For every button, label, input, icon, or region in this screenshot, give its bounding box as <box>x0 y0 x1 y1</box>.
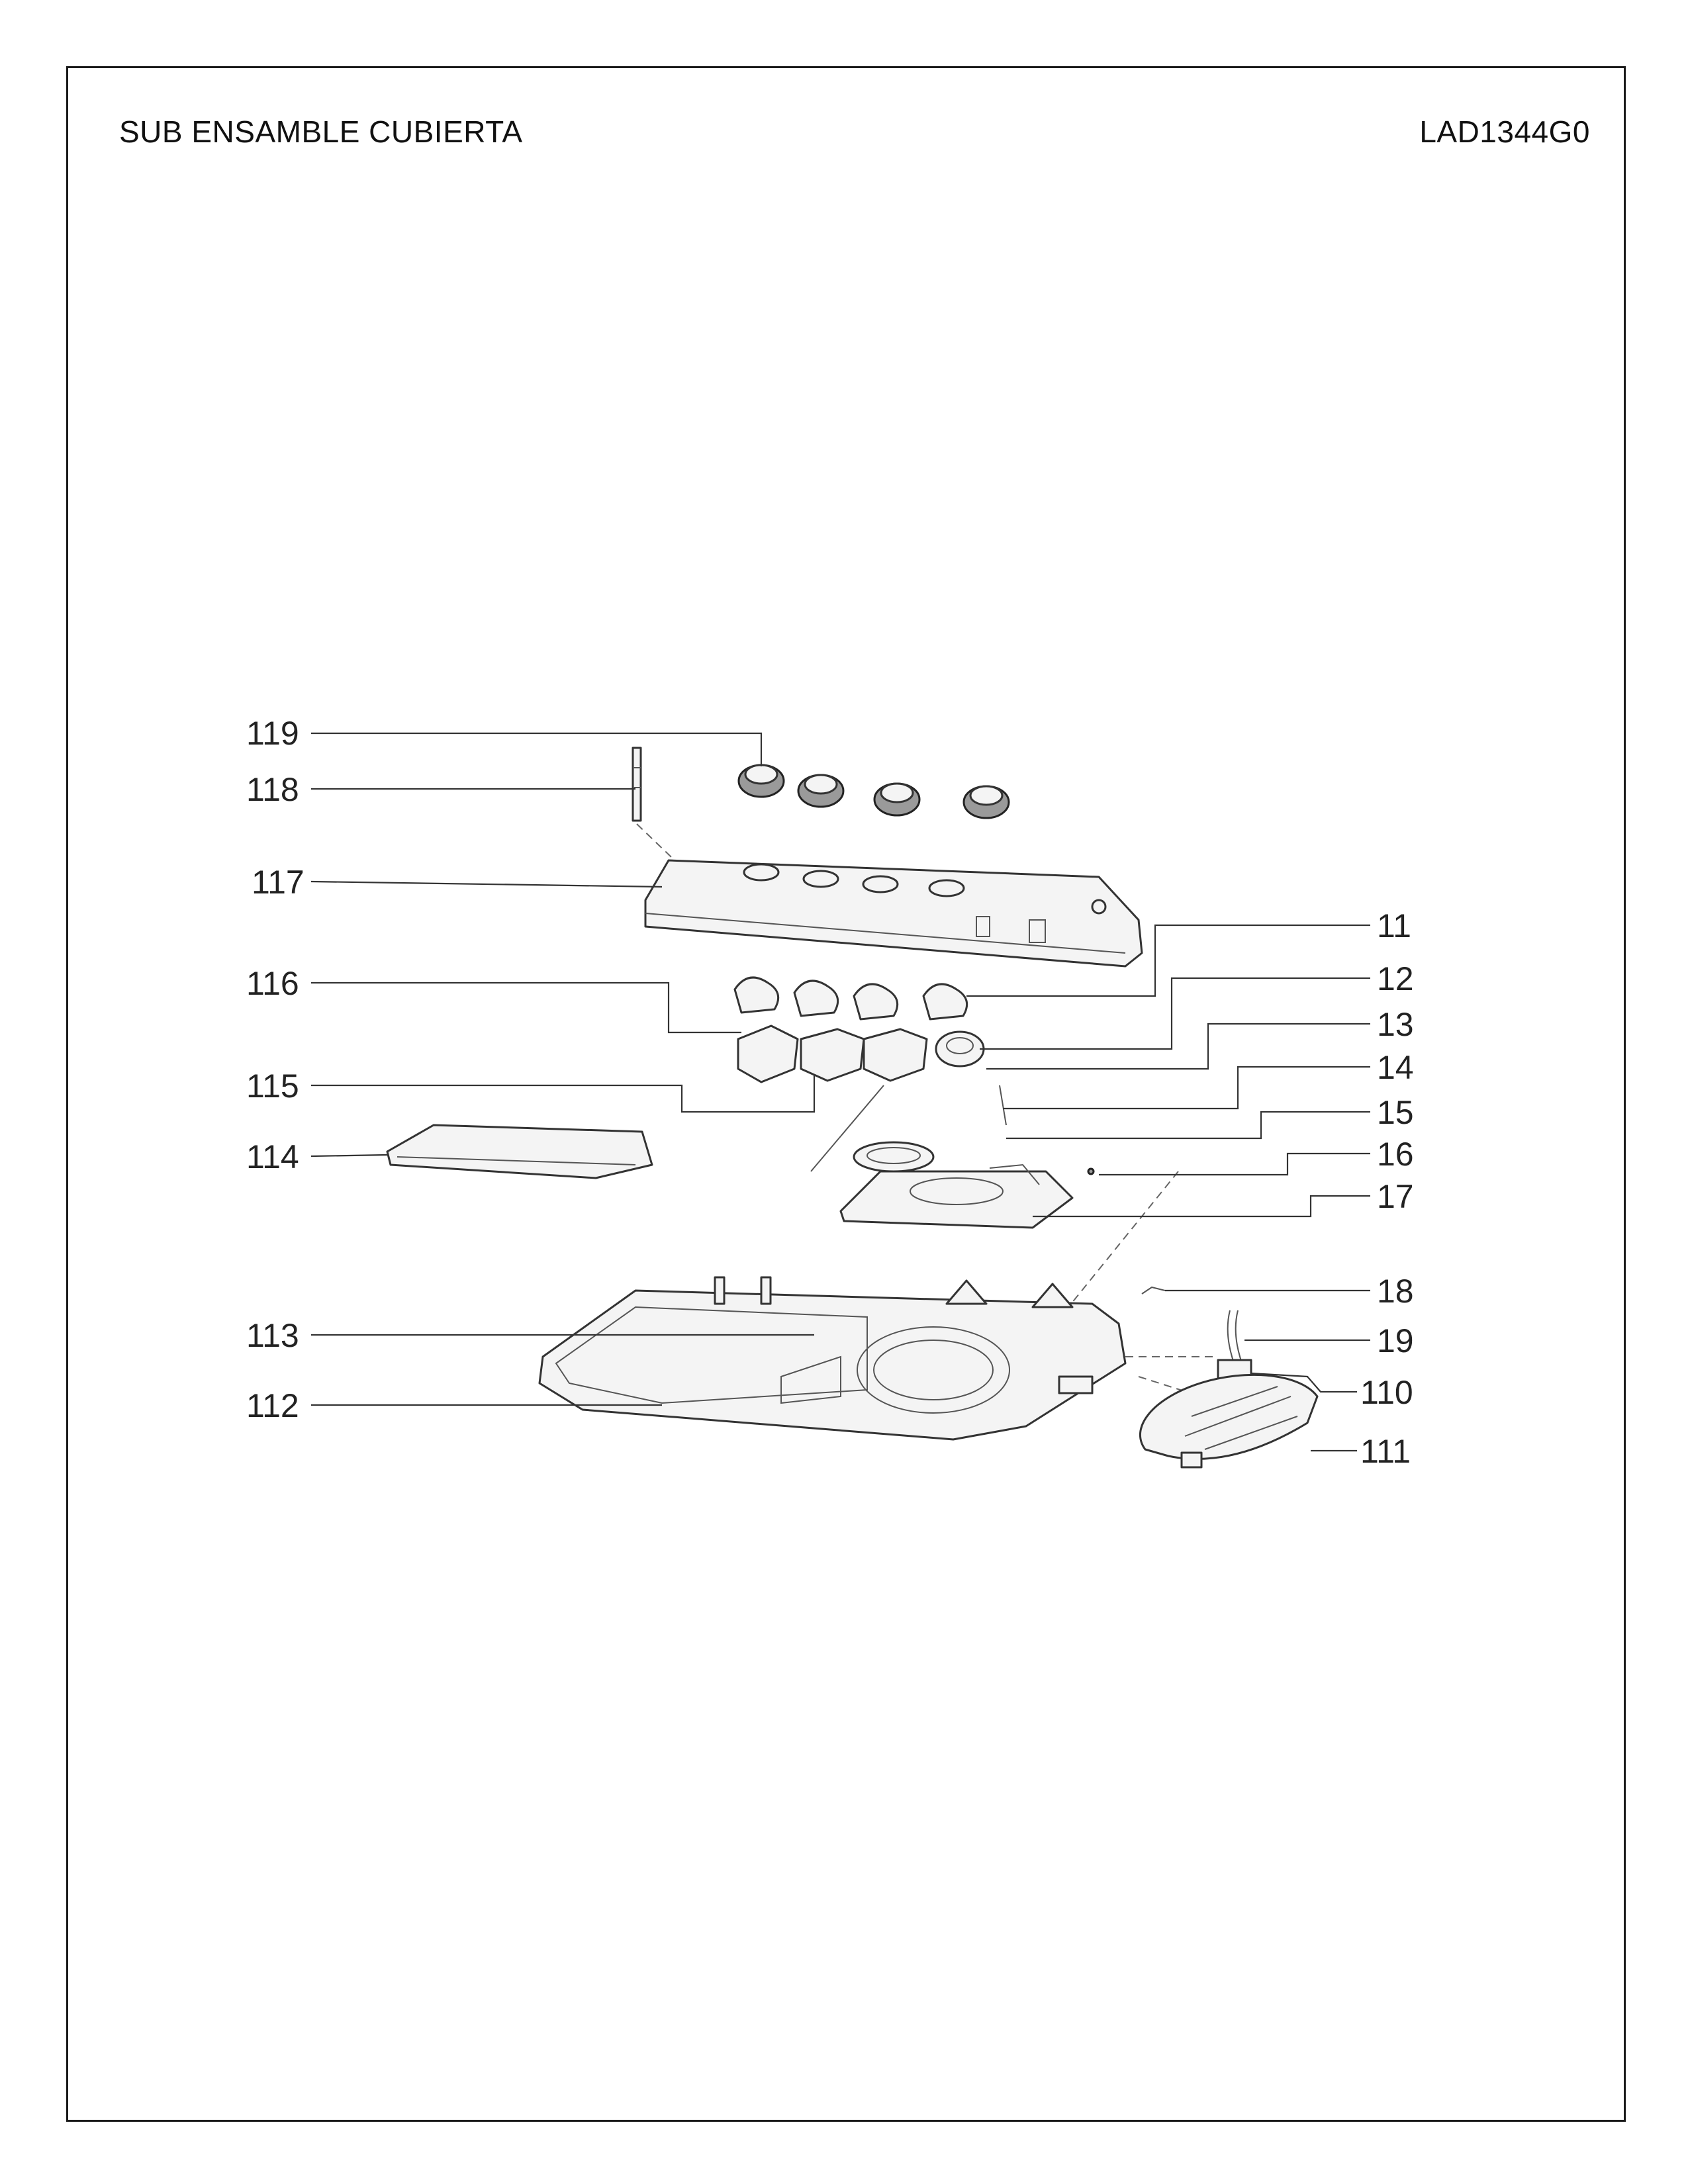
callout-114: 114 <box>246 1138 299 1175</box>
control-panel-part-117 <box>644 859 1143 968</box>
pin-part-118 <box>632 747 689 874</box>
callout-17: 17 <box>1377 1178 1414 1215</box>
callout-119: 119 <box>246 715 299 752</box>
top-cover-part-112-113 <box>538 1276 1127 1441</box>
callout-116: 116 <box>246 965 299 1002</box>
assembly-title: SUB ENSAMBLE CUBIERTA <box>119 114 523 149</box>
lid-part-114 <box>386 1124 653 1179</box>
callout-11: 11 <box>1377 907 1411 944</box>
callout-118: 118 <box>246 771 299 808</box>
callout-numbers: 119 118 117 116 115 114 113 112 11 12 13… <box>246 715 1414 1470</box>
callout-12: 12 <box>1377 960 1414 997</box>
callout-112: 112 <box>246 1387 299 1424</box>
callout-13: 13 <box>1377 1006 1414 1043</box>
leader-lines <box>310 732 1370 1452</box>
model-number: LAD1344G0 <box>1419 114 1590 149</box>
screw-part-16 <box>1087 1167 1095 1175</box>
callout-110: 110 <box>1360 1374 1413 1411</box>
callout-111: 111 <box>1360 1433 1411 1470</box>
knobs-part-119 <box>737 764 1010 819</box>
callout-15: 15 <box>1377 1094 1414 1131</box>
ring-part-15 <box>853 1141 935 1173</box>
callout-19: 19 <box>1377 1322 1414 1359</box>
filter-cover-part-111 <box>1139 1373 1319 1469</box>
callout-117: 117 <box>252 864 305 901</box>
callout-113: 113 <box>246 1317 299 1354</box>
callout-18: 18 <box>1377 1273 1414 1310</box>
callout-14: 14 <box>1377 1049 1414 1086</box>
callout-16: 16 <box>1377 1136 1414 1173</box>
callout-115: 115 <box>246 1068 299 1105</box>
switches-parts-12-13-115-116 <box>737 1024 1007 1172</box>
bezel-part-17 <box>839 1163 1074 1229</box>
switch-frames-part-11 <box>733 976 968 1021</box>
page-border <box>66 66 1626 2122</box>
